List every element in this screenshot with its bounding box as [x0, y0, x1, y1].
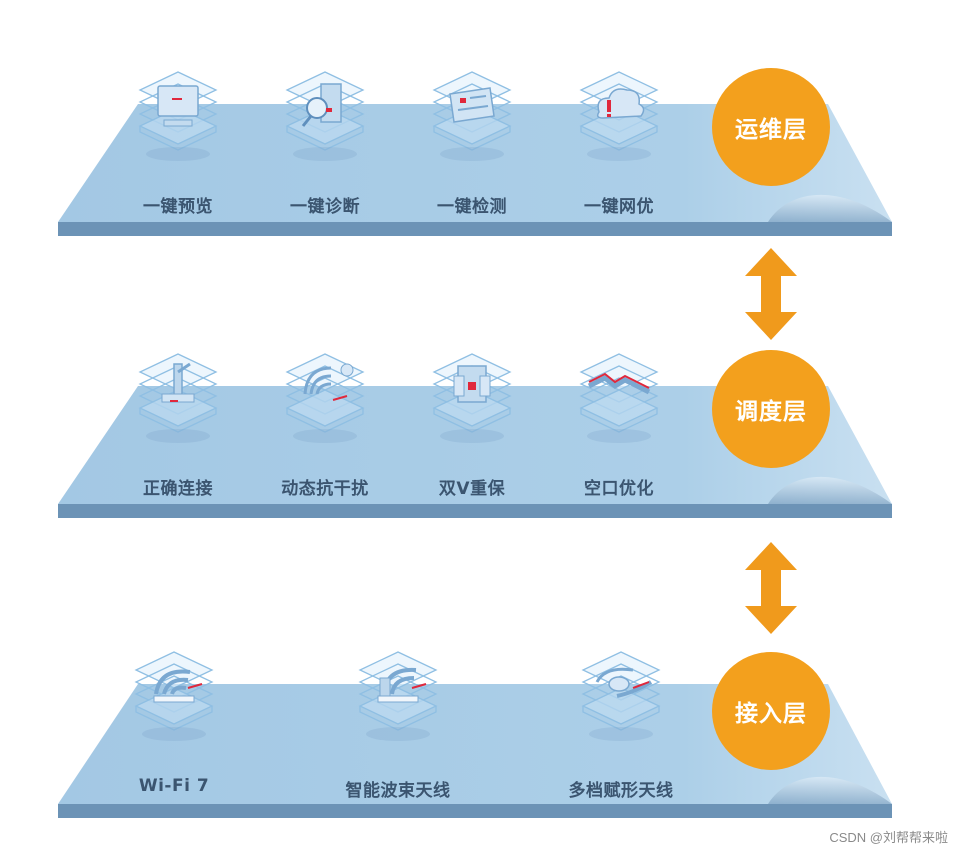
feature-label: 一键网优 [584, 197, 654, 217]
device-check-icon [428, 68, 516, 164]
shield-icon [428, 350, 516, 446]
feature-label: 多档赋形天线 [568, 781, 674, 801]
feature-label: 正确连接 [143, 479, 213, 499]
feature-label: 一键诊断 [290, 197, 360, 217]
feature-label: 一键预览 [143, 197, 213, 217]
layer-plate [58, 104, 892, 236]
layer-plate [58, 684, 892, 818]
double-arrow-icon [745, 542, 797, 634]
layer-access: Wi-Fi 7 智能波束天线 多档赋形天线 接入层 [58, 640, 892, 824]
badge-access: 接入层 [712, 652, 830, 770]
wifi-icon [130, 648, 218, 744]
layer-ops: 一键预览 一键诊断 一键检测 一键网优 运维层 [58, 60, 892, 240]
badge-schedule: 调度层 [712, 350, 830, 468]
double-arrow-icon [745, 248, 797, 340]
feature-label: 一键检测 [437, 197, 507, 217]
feature-label: 空口优化 [584, 479, 654, 499]
radar-dish-icon [281, 350, 369, 446]
access-point-icon [134, 350, 222, 446]
cloud-alert-icon [575, 68, 663, 164]
feature-label: 智能波束天线 [345, 781, 451, 801]
feature-label: 动态抗干扰 [281, 479, 369, 499]
shaped-antenna-icon [577, 648, 665, 744]
feature-label: Wi-Fi 7 [138, 776, 210, 796]
layer-schedule: 正确连接 动态抗干扰 双V重保 空口优化 调度层 [58, 342, 892, 522]
layer-plate [58, 386, 892, 518]
beam-antenna-icon [354, 648, 442, 744]
monitor-icon [134, 68, 222, 164]
diagnose-magnifier-icon [281, 68, 369, 164]
feature-label: 双V重保 [438, 479, 506, 499]
badge-ops: 运维层 [712, 68, 830, 186]
watermark: CSDN @刘帮帮来啦 [829, 830, 948, 845]
signal-wave-icon [575, 350, 663, 446]
